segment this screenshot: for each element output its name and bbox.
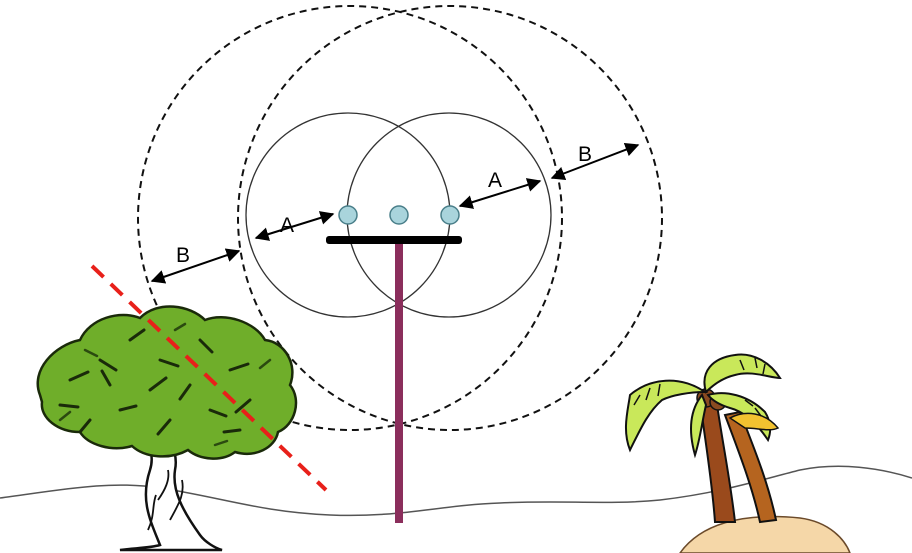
conductor-middle [389,205,409,225]
dimension-arrow-a-right [458,178,542,209]
conductor-left [338,205,358,225]
dimension-arrow-b-left [150,248,241,284]
utility-pole [395,242,403,523]
outer-clearance-circle-left [137,5,563,431]
conductor-right [440,205,460,225]
tree-icon [36,305,298,552]
label-b-right: B [578,143,592,166]
outer-clearance-circle-right [237,5,663,431]
palm-tree-icon [624,353,782,524]
dimension-arrow-b-right [550,142,640,181]
label-a-right: A [488,169,502,192]
label-a-left: A [280,214,294,237]
crossarm [326,236,462,244]
ground-line [0,465,912,517]
sand-mound [679,515,851,553]
label-b-left: B [176,244,190,267]
vegetation-clearance-line [90,264,328,492]
dimension-arrow-a-left [254,211,335,241]
